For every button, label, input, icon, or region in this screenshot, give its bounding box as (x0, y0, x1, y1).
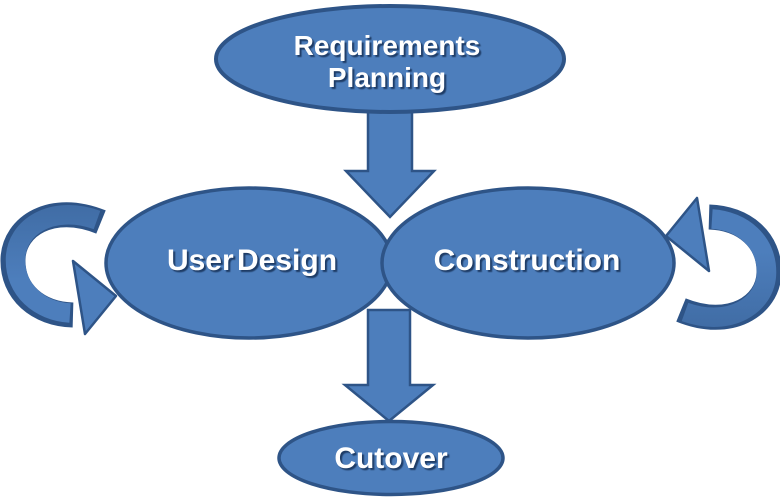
ellipse-construction (380, 186, 676, 340)
label-requirements-line2: Planning (328, 62, 446, 93)
loop-arrow-left-icon (13, 215, 116, 334)
label-user-design: User Design (167, 244, 337, 277)
ellipse-cutover (277, 419, 505, 497)
label-construction: Construction (434, 244, 621, 277)
loop-arrow-right-icon (666, 198, 769, 317)
ellipse-requirements-planning (214, 4, 566, 114)
label-cutover: Cutover (334, 442, 448, 475)
down-arrow-bottom-icon (341, 308, 437, 423)
down-arrow-top-icon (343, 98, 437, 219)
label-requirements-line1: Requirements (294, 30, 481, 61)
